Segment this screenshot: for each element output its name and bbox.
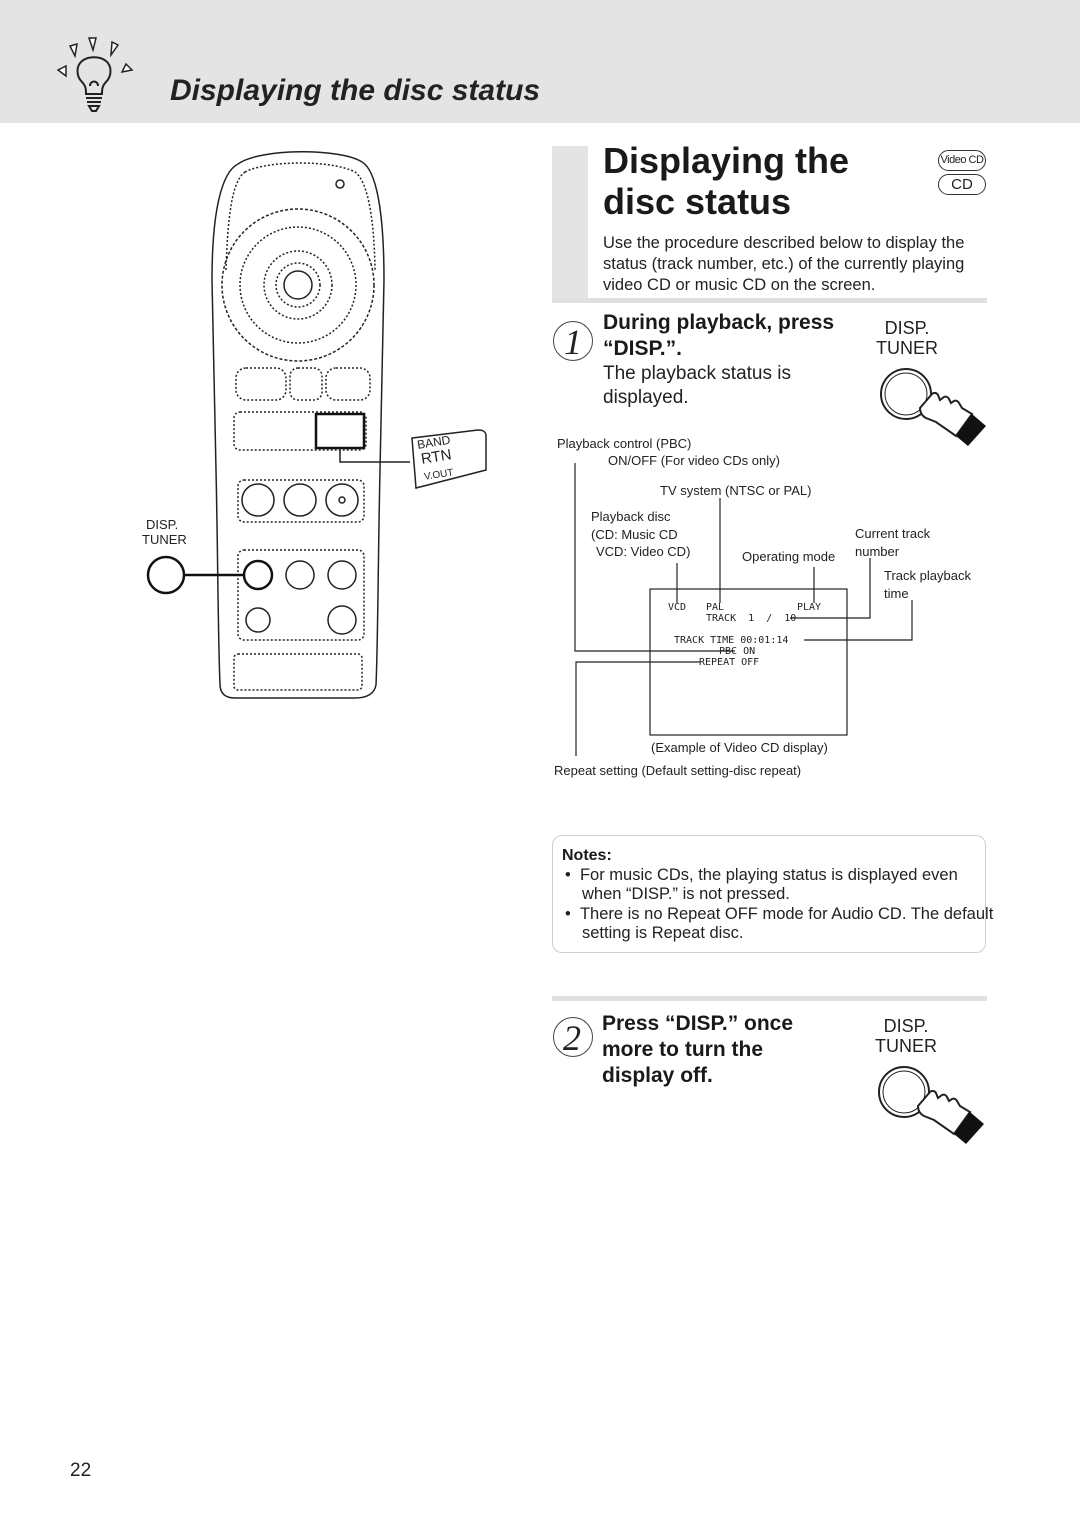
step2-button-label: DISP. TUNER [875, 1016, 937, 1056]
section-title-bar [552, 146, 588, 300]
step1-circle [553, 321, 593, 361]
label-disc-cd: (CD: Music CD [591, 527, 678, 542]
osd-disc: VCD [668, 602, 687, 613]
page-number: 22 [70, 1460, 92, 1481]
label-current-track-2: number [855, 544, 900, 559]
osd-tv-system: PAL [706, 602, 725, 613]
step1-body: The playback status is displayed. [603, 363, 791, 408]
osd-diagram [574, 463, 913, 756]
osd-pbc: PBC ON [719, 646, 756, 657]
video-cd-badge: Video CD [938, 150, 986, 171]
osd-track: TRACK 1 / 10 [706, 613, 797, 624]
osd-track-time: TRACK TIME 00:01:14 [674, 635, 789, 646]
step1-number: 1 [564, 322, 582, 362]
notes-box [552, 835, 986, 953]
label-operating-mode: Operating mode [742, 549, 836, 564]
remote-disp-label: DISP. [146, 517, 179, 532]
label-playback-disc: Playback disc [591, 509, 671, 524]
section-divider [552, 298, 987, 303]
label-pbc-onoff: ON/OFF (For video CDs only) [608, 453, 780, 468]
remote-control-illustration [146, 151, 487, 699]
section-intro: Use the procedure described below to dis… [603, 234, 965, 294]
label-example: (Example of Video CD display) [651, 740, 828, 755]
label-tv-system: TV system (NTSC or PAL) [660, 483, 812, 498]
osd-repeat: REPEAT OFF [699, 657, 760, 668]
remote-tuner-label: TUNER [142, 532, 187, 547]
header-band [0, 0, 1080, 123]
osd-mode: PLAY [797, 602, 822, 613]
step2-heading: Press “DISP.” once more to turn the disp… [602, 1012, 794, 1087]
step1-button-label: DISP. TUNER [876, 318, 938, 358]
label-disc-vcd: VCD: Video CD) [596, 544, 691, 559]
label-track-time-1: Track playback [884, 568, 971, 583]
label-pbc: Playback control (PBC) [557, 436, 692, 451]
step2-circle [553, 1017, 593, 1057]
cd-badge: CD [938, 174, 986, 195]
step1-heading: During playback, press “DISP.”. [603, 311, 835, 360]
pressing-hand-icon [878, 1066, 984, 1144]
note-item: • There is no Repeat OFF mode for Audio … [565, 905, 994, 942]
label-current-track-1: Current track [855, 526, 931, 541]
section-title: Displaying the disc status [603, 140, 850, 222]
label-repeat-setting: Repeat setting (Default setting-disc rep… [554, 763, 802, 778]
note-item: • For music CDs, the playing status is d… [565, 866, 958, 903]
pressing-hand-icon [880, 368, 986, 446]
header-title: Displaying the disc status [170, 74, 541, 107]
notes-title: Notes: [562, 847, 612, 864]
step2-number: 2 [563, 1018, 581, 1058]
step2-divider [552, 996, 987, 1001]
lightbulb-icon [56, 37, 134, 112]
label-track-time-2: time [884, 586, 909, 601]
